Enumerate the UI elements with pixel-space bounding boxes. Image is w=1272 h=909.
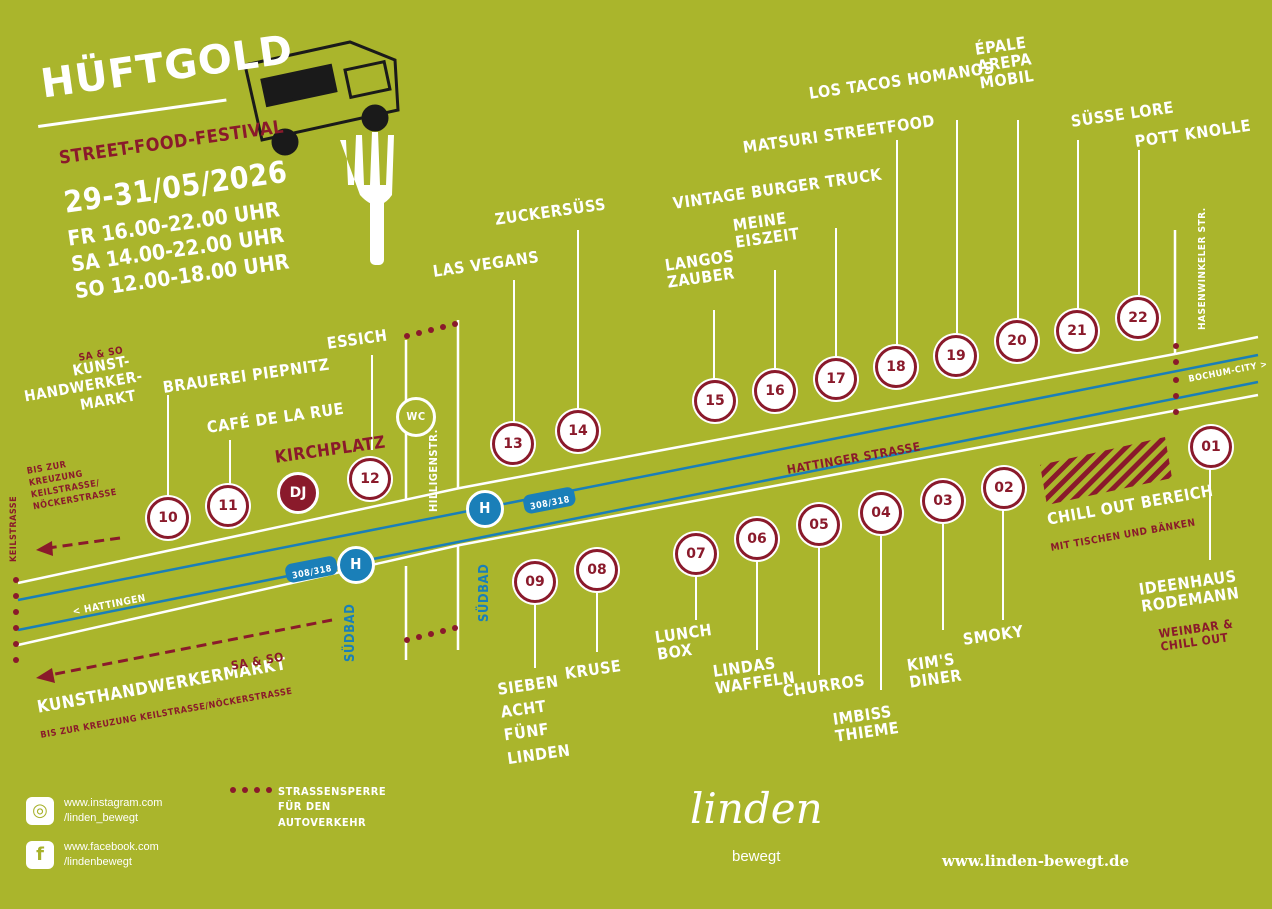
stall-label-20: ÉPALE AREPA MOBIL (973, 32, 1036, 93)
street-edge-east (1174, 335, 1259, 356)
stall-marker-10[interactable]: 10 (147, 497, 189, 539)
keilstrasse-label: KEILSTRASSE (9, 495, 19, 562)
arrow-keilstrasse-top (47, 536, 121, 550)
stall-marker-05[interactable]: 05 (798, 504, 840, 546)
stall-number: 19 (946, 348, 966, 364)
stall-number: 21 (1067, 323, 1087, 339)
stall-number: 07 (686, 546, 706, 562)
stall-number: 14 (568, 423, 588, 439)
stall-number: 12 (360, 471, 380, 487)
stall-marker-22[interactable]: 22 (1117, 297, 1159, 339)
stall-number: 03 (933, 493, 953, 509)
stall-marker-03[interactable]: 03 (922, 480, 964, 522)
stall-number: 08 (587, 562, 607, 578)
instagram-text: www.instagram.com /linden_bewegt (64, 796, 162, 826)
dj-label: DJ (289, 485, 307, 501)
linden-logo: linden (690, 784, 823, 833)
stall-marker-18[interactable]: 18 (875, 346, 917, 388)
road-closure-dots (13, 321, 1179, 793)
stall-number: 01 (1201, 439, 1221, 455)
stall-number: 15 (705, 393, 725, 409)
stall-marker-09[interactable]: 09 (514, 561, 556, 603)
stall-marker-15[interactable]: 15 (694, 380, 736, 422)
stall-number: 18 (886, 359, 906, 375)
stall-marker-19[interactable]: 19 (935, 335, 977, 377)
stall-marker-12[interactable]: 12 (349, 458, 391, 500)
facebook-text: www.facebook.com /lindenbewegt (64, 840, 159, 870)
arrowhead-top (36, 541, 53, 556)
facebook-url: www.facebook.com (64, 841, 159, 853)
arrowhead-bottom (36, 668, 55, 683)
stall-marker-21[interactable]: 21 (1056, 310, 1098, 352)
tram-line-south (17, 380, 1259, 632)
food-truck-illustration (243, 40, 400, 156)
facebook-icon: f (26, 840, 54, 869)
chill-out-area (1040, 437, 1172, 505)
stall-number: 10 (158, 510, 178, 526)
road-closure-legend: STRASSENSPERRE FÜR DEN AUTOVERKEHR (278, 785, 387, 829)
stall-marker-11[interactable]: 11 (207, 485, 249, 527)
stall-label-09: SIEBEN ACHT FÜNF LINDEN (496, 671, 572, 768)
stall-marker-07[interactable]: 07 (675, 533, 717, 575)
suedbad-east-label: SÜDBAD (477, 563, 492, 622)
stall-marker-16[interactable]: 16 (754, 370, 796, 412)
stall-connectors (167, 120, 1211, 690)
stall-marker-14[interactable]: 14 (557, 410, 599, 452)
street-edge-south (17, 393, 1259, 647)
hasenwinkeler-label: HASENWINKELER STR. (1197, 207, 1208, 330)
tram-stop-east: H (466, 490, 504, 528)
stall-marker-01[interactable]: 01 (1190, 426, 1232, 468)
wc-label: WC (406, 410, 426, 424)
dj-marker: DJ (277, 472, 319, 514)
stall-number: 06 (747, 531, 767, 547)
stall-marker-08[interactable]: 08 (576, 549, 618, 591)
stall-number: 16 (765, 383, 785, 399)
fork-icon (340, 132, 394, 265)
tram-line-north (17, 353, 1259, 602)
stall-marker-04[interactable]: 04 (860, 492, 902, 534)
instagram-url: www.instagram.com (64, 797, 163, 809)
stall-number: 20 (1007, 333, 1027, 349)
stall-number: 17 (826, 371, 846, 387)
stall-number: 09 (525, 574, 545, 590)
tram-stop-west: H (337, 546, 375, 584)
instagram-link[interactable]: ◎ www.instagram.com /linden_bewegt (26, 796, 162, 826)
street-edge-north (17, 352, 1176, 585)
linden-logo-sub: bewegt (732, 848, 781, 865)
stall-marker-06[interactable]: 06 (736, 518, 778, 560)
stall-marker-02[interactable]: 02 (983, 467, 1025, 509)
stall-number: 04 (871, 505, 891, 521)
website-link[interactable]: www.linden-bewegt.de (942, 852, 1130, 870)
stall-number: 05 (809, 517, 829, 533)
hilligenstr-label: HILLIGENSTR. (427, 429, 440, 512)
tram-stop-west-h: H (350, 555, 362, 574)
stall-number: 02 (994, 480, 1014, 496)
instagram-handle: /linden_bewegt (64, 811, 139, 824)
wc-marker: WC (396, 397, 436, 437)
instagram-icon: ◎ (26, 796, 54, 825)
stall-marker-20[interactable]: 20 (996, 320, 1038, 362)
stall-number: 13 (503, 436, 523, 452)
facebook-handle: /lindenbewegt (64, 855, 132, 868)
tram-stop-east-h: H (479, 499, 491, 518)
stall-number: 22 (1128, 310, 1148, 326)
stall-number: 11 (218, 498, 238, 514)
stall-marker-13[interactable]: 13 (492, 423, 534, 465)
facebook-link[interactable]: f www.facebook.com /lindenbewegt (26, 840, 159, 870)
stall-marker-17[interactable]: 17 (815, 358, 857, 400)
suedbad-west-label: SÜDBAD (343, 603, 358, 662)
